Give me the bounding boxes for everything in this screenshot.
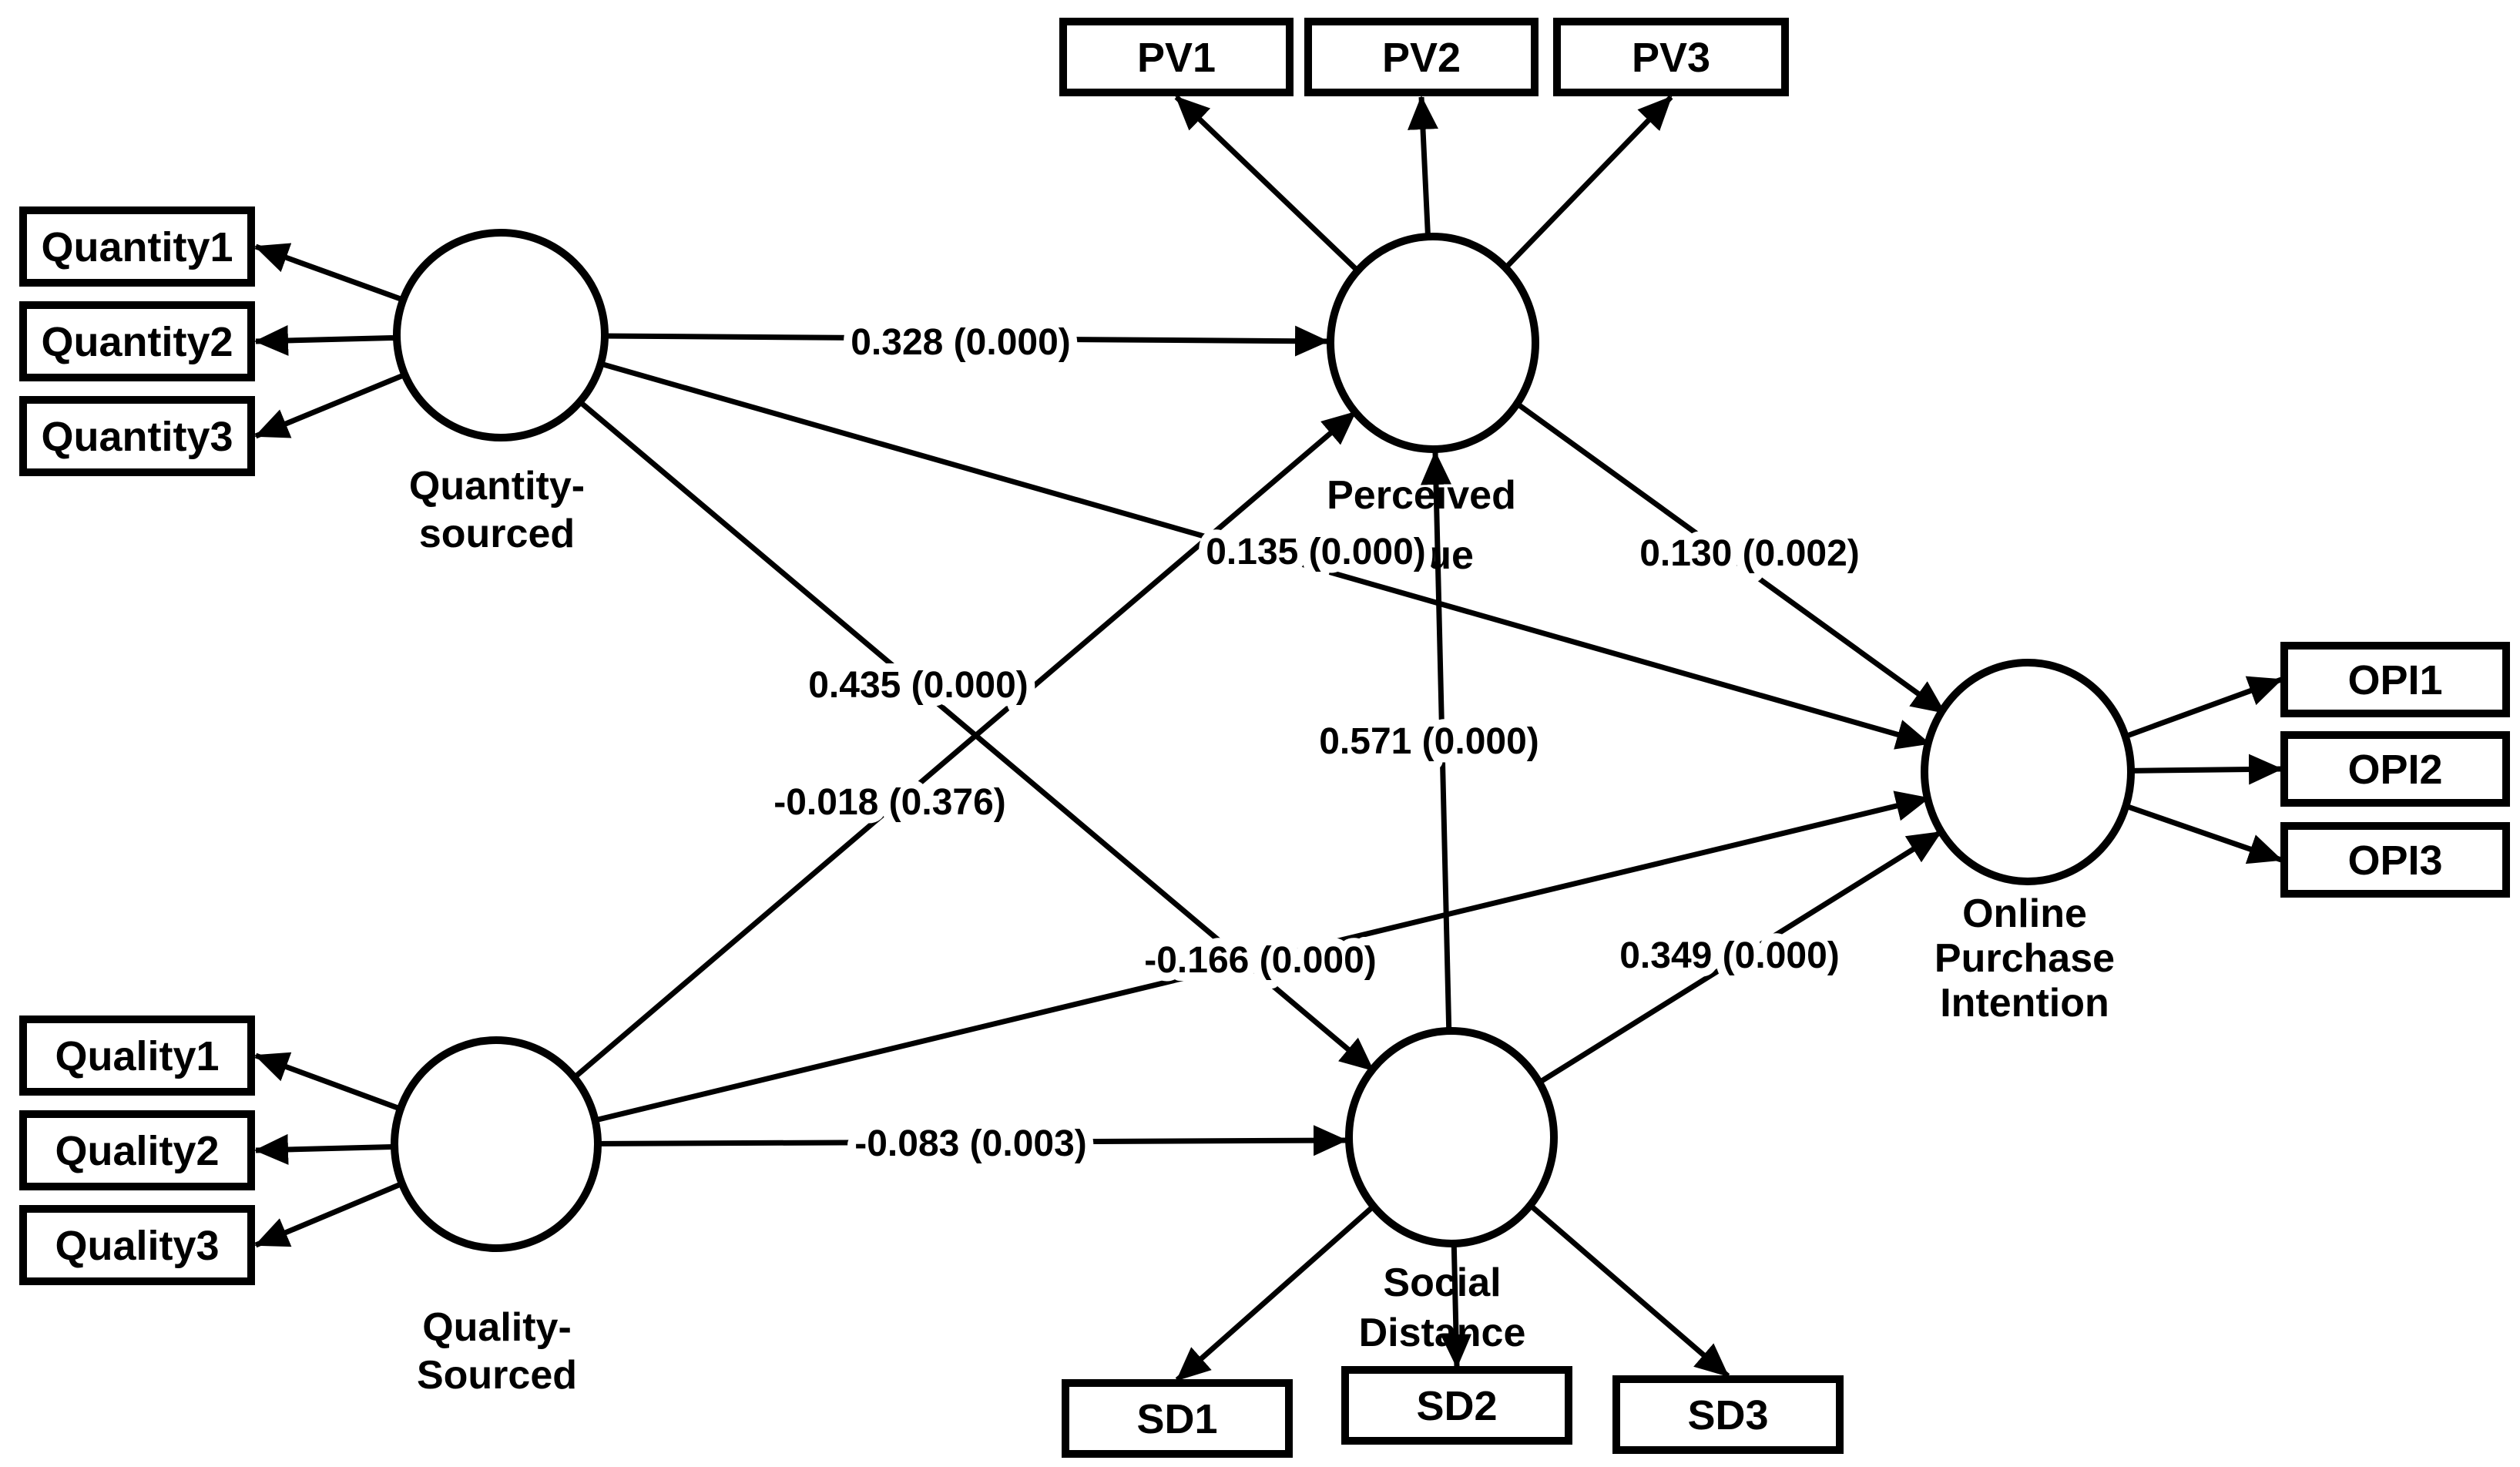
indicator-label-Quantity1: Quantity1 — [41, 224, 233, 270]
indicator-box-Quality3 — [19, 1205, 255, 1285]
latent-label-online-purchase-intention-line3: Intention — [1940, 981, 2109, 1026]
indicator-label-Quantity2: Quantity2 — [41, 319, 233, 365]
indicator-label-OPI1: OPI1 — [2347, 657, 2442, 703]
latent-label-social-distance-line1: Social — [1383, 1261, 1501, 1305]
indicator-box-OPI3 — [2280, 822, 2510, 898]
path-coefficient-label-pv-to-opi: 0.130 (0.002) — [1639, 533, 1860, 574]
structural-arrow-quality-to-sd — [495, 1125, 1347, 1156]
indicator-box-Quantity2 — [19, 301, 255, 381]
latent-node-social-distance — [1345, 1027, 1558, 1247]
indicator-box-Quantity3 — [19, 396, 255, 476]
indicator-box-PV1 — [1059, 18, 1294, 96]
indicator-label-SD3: SD3 — [1687, 1392, 1768, 1438]
indicator-box-SD3 — [1612, 1375, 1844, 1454]
latent-label-quantity-sourced-line1: Quantity- — [409, 464, 585, 509]
latent-label-perceived-value-line1: Perceived — [1327, 473, 1516, 518]
indicator-box-SD1 — [1062, 1379, 1293, 1458]
indicator-label-OPI3: OPI3 — [2347, 838, 2442, 884]
path-coefficient-label-quantity-to-pv: 0.328 (0.000) — [851, 322, 1071, 363]
structural-arrow-quantity-to-opi — [500, 332, 1931, 750]
path-coefficient-label-sd-to-pv: 0.571 (0.000) — [1319, 721, 1539, 762]
latent-label-online-purchase-intention-line2: Purchase — [1934, 936, 2115, 981]
latent-node-quantity-sourced — [393, 229, 609, 441]
structural-arrow-quantity-to-sd — [498, 333, 1375, 1073]
indicator-label-SD1: SD1 — [1136, 1396, 1217, 1442]
indicator-label-Quantity3: Quantity3 — [41, 414, 233, 460]
structural-arrow-quality-to-pv — [494, 410, 1357, 1146]
indicator-label-PV1: PV1 — [1137, 35, 1216, 81]
indicator-box-PV2 — [1304, 18, 1539, 96]
indicator-box-OPI1 — [2280, 642, 2510, 717]
latent-label-quantity-sourced-line2: sourced — [419, 512, 575, 556]
path-coefficient-label-quality-to-sd: -0.083 (0.003) — [854, 1123, 1087, 1164]
latent-node-perceived-value — [1327, 233, 1539, 453]
indicator-label-Quality2: Quality2 — [55, 1128, 219, 1174]
latent-label-quality-sourced-line2: Sourced — [417, 1353, 577, 1398]
path-coefficient-label-sd-to-opi: 0.349 (0.000) — [1619, 935, 1840, 976]
latent-label-online-purchase-intention-line1: Online — [1962, 891, 2087, 936]
latent-node-quality-sourced — [391, 1036, 602, 1252]
indicator-label-PV3: PV3 — [1632, 35, 1710, 81]
latent-label-perceived-value-line2: Value — [1369, 533, 1474, 578]
indicator-box-Quality2 — [19, 1110, 255, 1190]
indicator-label-PV2: PV2 — [1382, 35, 1461, 81]
indicator-box-OPI2 — [2280, 731, 2510, 807]
indicator-box-PV3 — [1553, 18, 1789, 96]
latent-label-quality-sourced-line1: Quality- — [422, 1305, 572, 1350]
latent-node-online-purchase-intention — [1921, 659, 2135, 885]
path-coefficient-label-quantity-to-sd: 0.435 (0.000) — [808, 665, 1028, 706]
structural-arrow-quality-to-opi — [495, 791, 1930, 1147]
latent-label-social-distance-line2: Distance — [1359, 1311, 1526, 1355]
indicator-box-Quality1 — [19, 1015, 255, 1096]
indicator-label-OPI2: OPI2 — [2347, 747, 2442, 793]
path-coefficient-label-quantity-to-opi: 0.135 (0.000) — [1206, 532, 1426, 572]
path-coefficient-label-quality-to-opi: -0.166 (0.000) — [1144, 940, 1377, 981]
structural-arrow-sd-to-pv — [1420, 451, 1455, 1138]
structural-arrow-quantity-to-pv — [500, 325, 1329, 357]
indicator-label-Quality3: Quality3 — [55, 1223, 219, 1269]
path-coefficient-label-quality-to-pv: -0.018 (0.376) — [773, 782, 1006, 823]
indicator-box-Quantity1 — [19, 206, 255, 287]
indicator-label-SD2: SD2 — [1416, 1383, 1497, 1429]
indicator-label-Quality1: Quality1 — [55, 1033, 219, 1079]
indicator-box-SD2 — [1341, 1366, 1572, 1445]
